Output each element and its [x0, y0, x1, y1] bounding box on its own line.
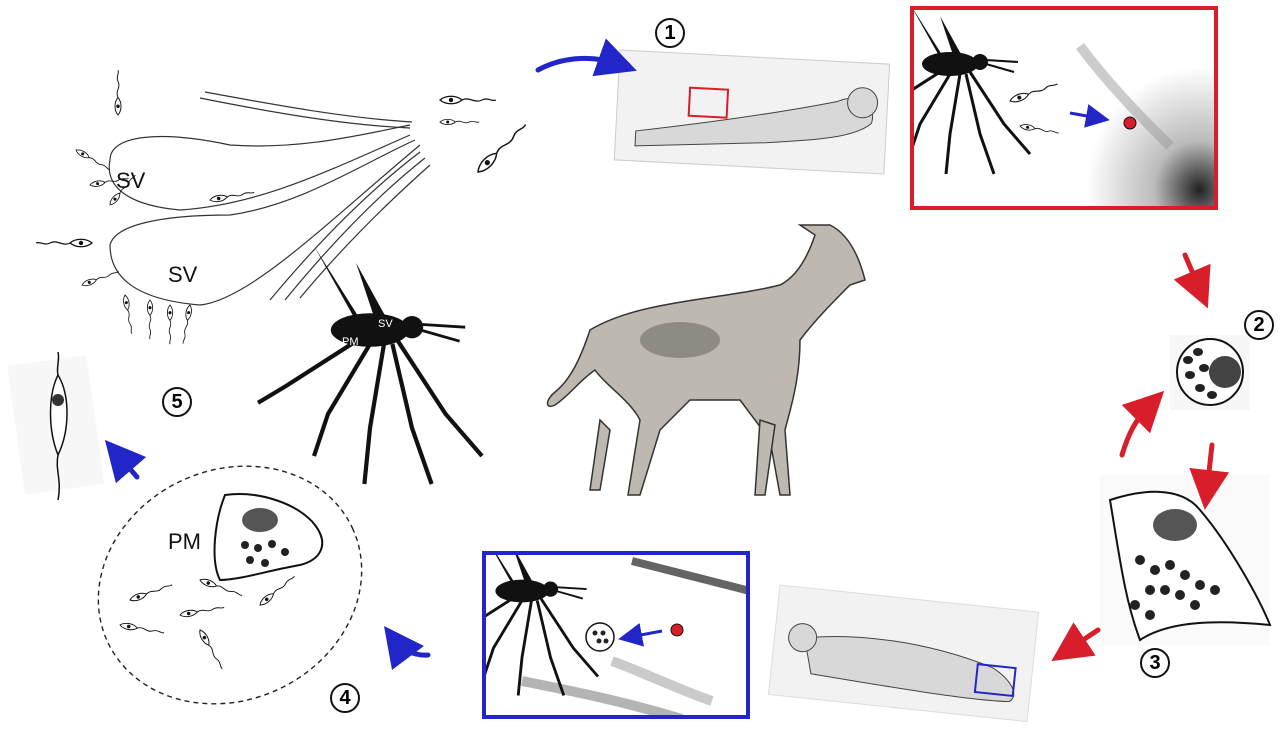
infected-cell-icon	[1170, 335, 1250, 410]
dog-icon	[548, 225, 866, 495]
salivary-gland-label: SV	[168, 262, 197, 288]
step-4-marker: 4	[330, 683, 360, 713]
bite-zoom-red	[870, 4, 1218, 210]
step-1-marker: 1	[655, 18, 685, 48]
promastigote-icon	[7, 352, 104, 500]
arrow-5	[1068, 630, 1098, 650]
gland-parasites	[36, 70, 529, 344]
salivary-gland-label: SV	[116, 168, 145, 194]
sleeping-person-icon	[769, 585, 1039, 722]
salivary-gland-illustration	[109, 92, 430, 305]
macrophage-icon	[1100, 475, 1270, 645]
peritrophic-matrix-label: PM	[168, 529, 201, 555]
mosquito-sv-label: SV	[378, 318, 393, 330]
sleeping-person-icon	[614, 50, 889, 174]
arrow-2	[1185, 255, 1200, 290]
mosquito-pm-label: PM	[342, 336, 359, 348]
arrow-1	[538, 58, 618, 70]
step-5-marker: 5	[162, 387, 192, 417]
arrow-7	[118, 455, 137, 477]
step-3-marker: 3	[1140, 648, 1170, 678]
step-2-marker: 2	[1244, 310, 1274, 340]
arrow-4	[1122, 405, 1150, 455]
sandfly-icon	[258, 246, 482, 484]
arrow-6	[396, 642, 428, 655]
bite-zoom-blue	[446, 534, 750, 719]
